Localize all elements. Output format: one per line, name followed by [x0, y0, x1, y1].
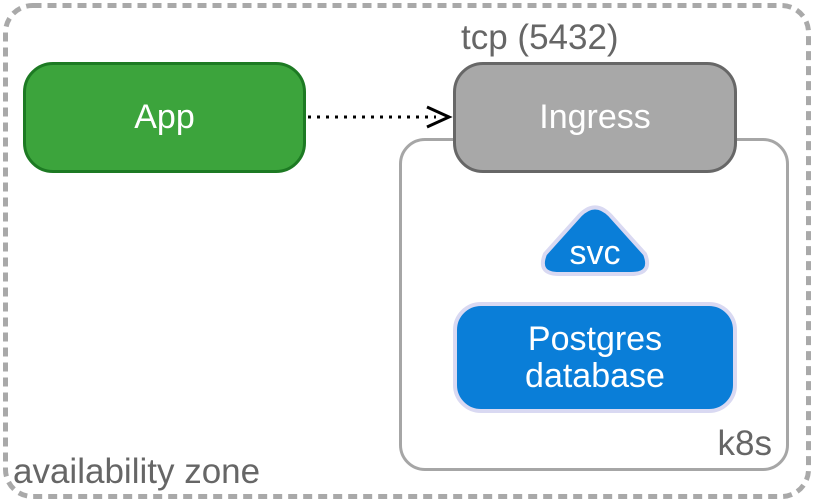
k8s-cluster-label: k8s	[717, 424, 772, 463]
svc-node-label: svc	[569, 234, 621, 272]
svc-node: svc	[534, 197, 656, 278]
connection-port-label: tcp (5432)	[461, 18, 619, 57]
postgres-label-line2: database	[525, 356, 665, 395]
svc-shape	[540, 205, 650, 276]
postgres-label-line1: Postgres	[527, 319, 663, 358]
arrow-head-icon	[426, 105, 453, 129]
app-node: App	[23, 62, 306, 173]
ingress-node: Ingress	[453, 62, 737, 173]
availability-zone-border	[3, 3, 811, 499]
ingress-node-label: Ingress	[539, 98, 651, 136]
app-node-label: App	[134, 98, 195, 136]
availability-zone-label: availability zone	[13, 452, 261, 491]
postgres-database-node: Postgres database	[453, 302, 737, 413]
app-to-ingress-arrow	[308, 105, 453, 129]
svc-shape-path	[540, 205, 650, 276]
